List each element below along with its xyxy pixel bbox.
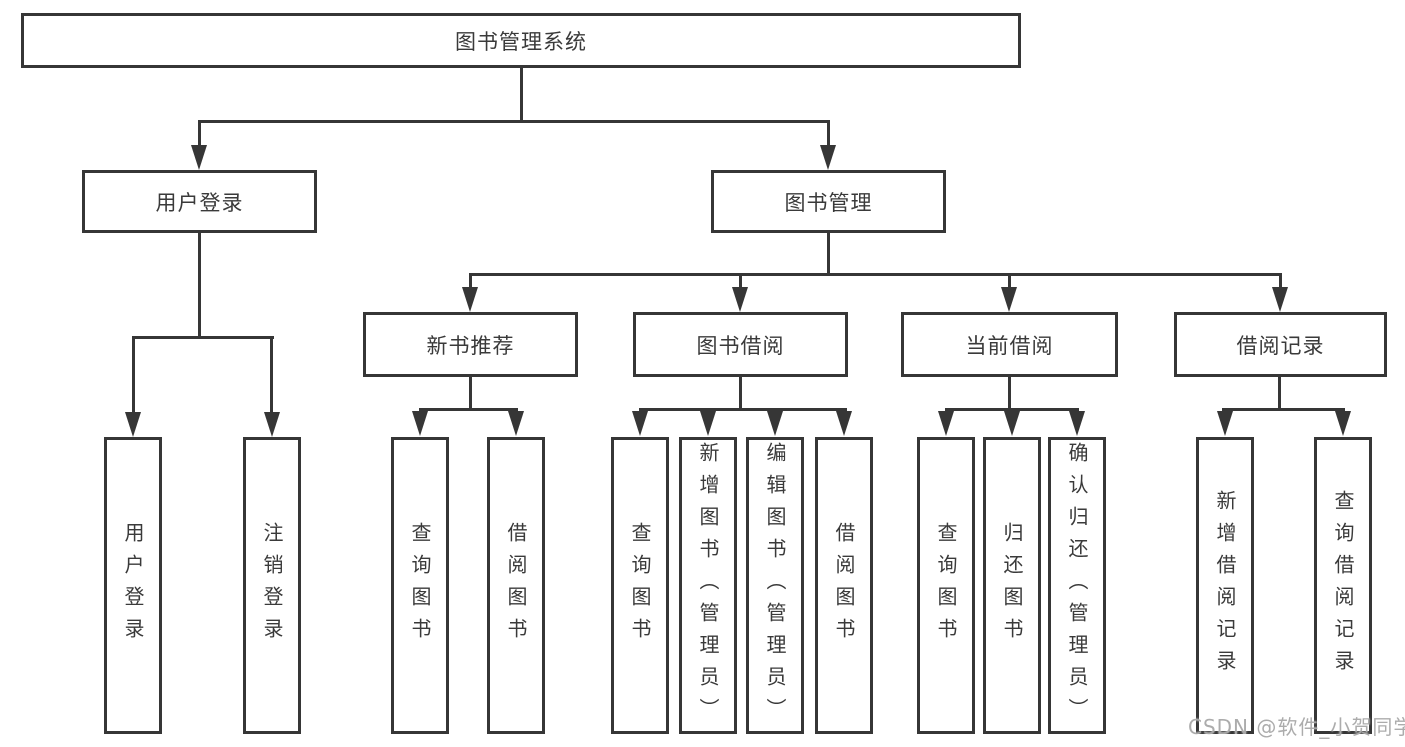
leaf-label: 归还图书: [1000, 521, 1024, 650]
arrow-down-icon: [767, 411, 783, 436]
arrow-down-icon: [820, 145, 836, 170]
connector-drop: [1008, 273, 1011, 289]
arrow-down-icon: [1069, 411, 1085, 436]
leaf-logout-login: 注销登录: [243, 437, 301, 734]
arrow-down-icon: [938, 411, 954, 436]
leaf-label: 编辑图书（管理员）: [763, 441, 787, 730]
node-label: 图书管理: [784, 190, 873, 215]
leaf-borrowing-edit-books-admin: 编辑图书（管理员）: [746, 437, 804, 734]
connector-bookmgmt-stem: [827, 233, 830, 274]
node-borrowing-records: 借阅记录: [1174, 312, 1387, 377]
arrow-down-icon: [1272, 287, 1288, 312]
connector-borrowing-rail: [639, 408, 847, 411]
node-label: 借阅记录: [1236, 333, 1325, 358]
connector-borrowing-stem: [739, 377, 742, 409]
leaf-current-query-books: 查询图书: [917, 437, 975, 734]
connector-userlogin-stem: [198, 233, 201, 337]
leaf-label: 查询图书: [934, 521, 958, 650]
arrow-down-icon: [412, 411, 428, 436]
node-book-management: 图书管理: [711, 170, 946, 233]
arrow-down-icon: [1004, 411, 1020, 436]
arrow-down-icon: [700, 411, 716, 436]
node-label: 图书管理系统: [455, 29, 587, 54]
node-label: 用户登录: [155, 190, 244, 215]
connector-current-stem: [1008, 377, 1011, 409]
node-label: 新书推荐: [426, 333, 515, 358]
leaf-current-return-books: 归还图书: [983, 437, 1041, 734]
leaf-records-query-borrow-record: 查询借阅记录: [1314, 437, 1372, 734]
connector-userlogin-rail: [132, 336, 274, 339]
arrow-down-icon: [836, 411, 852, 436]
connector-recommend-rail: [419, 408, 518, 411]
node-new-book-recommend: 新书推荐: [363, 312, 578, 377]
leaf-label: 新增图书（管理员）: [696, 441, 720, 730]
arrow-down-icon: [1335, 411, 1351, 436]
leaf-label: 借阅图书: [832, 521, 856, 650]
leaf-label: 借阅图书: [504, 521, 528, 650]
arrow-down-icon: [462, 287, 478, 312]
leaf-label: 新增借阅记录: [1213, 489, 1237, 682]
leaf-borrowing-add-books-admin: 新增图书（管理员）: [679, 437, 737, 734]
arrow-down-icon: [125, 412, 141, 437]
leaf-label: 确认归还（管理员）: [1065, 441, 1089, 730]
csdn-watermark: CSDN @软件_小贺同学: [1188, 715, 1405, 739]
arrow-down-icon: [1001, 287, 1017, 312]
connector-drop: [469, 273, 472, 289]
leaf-records-add-borrow-record: 新增借阅记录: [1196, 437, 1254, 734]
node-label: 当前借阅: [965, 333, 1054, 358]
leaf-recommend-borrow-books: 借阅图书: [487, 437, 545, 734]
leaf-label: 查询图书: [628, 521, 652, 650]
leaf-borrowing-query-books: 查询图书: [611, 437, 669, 734]
connector-drop: [270, 336, 273, 414]
connector-drop: [1279, 273, 1282, 289]
leaf-recommend-query-books: 查询图书: [391, 437, 449, 734]
connector-drop: [739, 273, 742, 289]
connector-root-rail: [199, 120, 830, 123]
leaf-borrowing-borrow-books: 借阅图书: [815, 437, 873, 734]
arrow-down-icon: [191, 145, 207, 170]
node-user-login: 用户登录: [82, 170, 317, 233]
connector-drop-book-management: [827, 120, 830, 148]
arrow-down-icon: [732, 287, 748, 312]
node-label: 图书借阅: [696, 333, 785, 358]
leaf-label: 查询图书: [408, 521, 432, 650]
node-library-management-system: 图书管理系统: [21, 13, 1021, 68]
arrow-down-icon: [632, 411, 648, 436]
connector-root-stem: [520, 68, 523, 120]
arrow-down-icon: [264, 412, 280, 437]
leaf-current-confirm-return-admin: 确认归还（管理员）: [1048, 437, 1106, 734]
connector-bookmgmt-rail: [469, 273, 1282, 276]
connector-recommend-stem: [469, 377, 472, 409]
leaf-label: 查询借阅记录: [1331, 489, 1355, 682]
node-current-borrowing: 当前借阅: [901, 312, 1118, 377]
connector-drop-user-login: [198, 120, 201, 148]
leaf-label: 用户登录: [121, 521, 145, 650]
connector-records-rail: [1222, 408, 1345, 411]
connector-records-stem: [1278, 377, 1281, 409]
connector-drop: [132, 336, 135, 414]
connector-current-rail: [945, 408, 1079, 411]
arrow-down-icon: [1217, 411, 1233, 436]
node-book-borrowing: 图书借阅: [633, 312, 848, 377]
leaf-user-login: 用户登录: [104, 437, 162, 734]
leaf-label: 注销登录: [260, 521, 284, 650]
arrow-down-icon: [508, 411, 524, 436]
